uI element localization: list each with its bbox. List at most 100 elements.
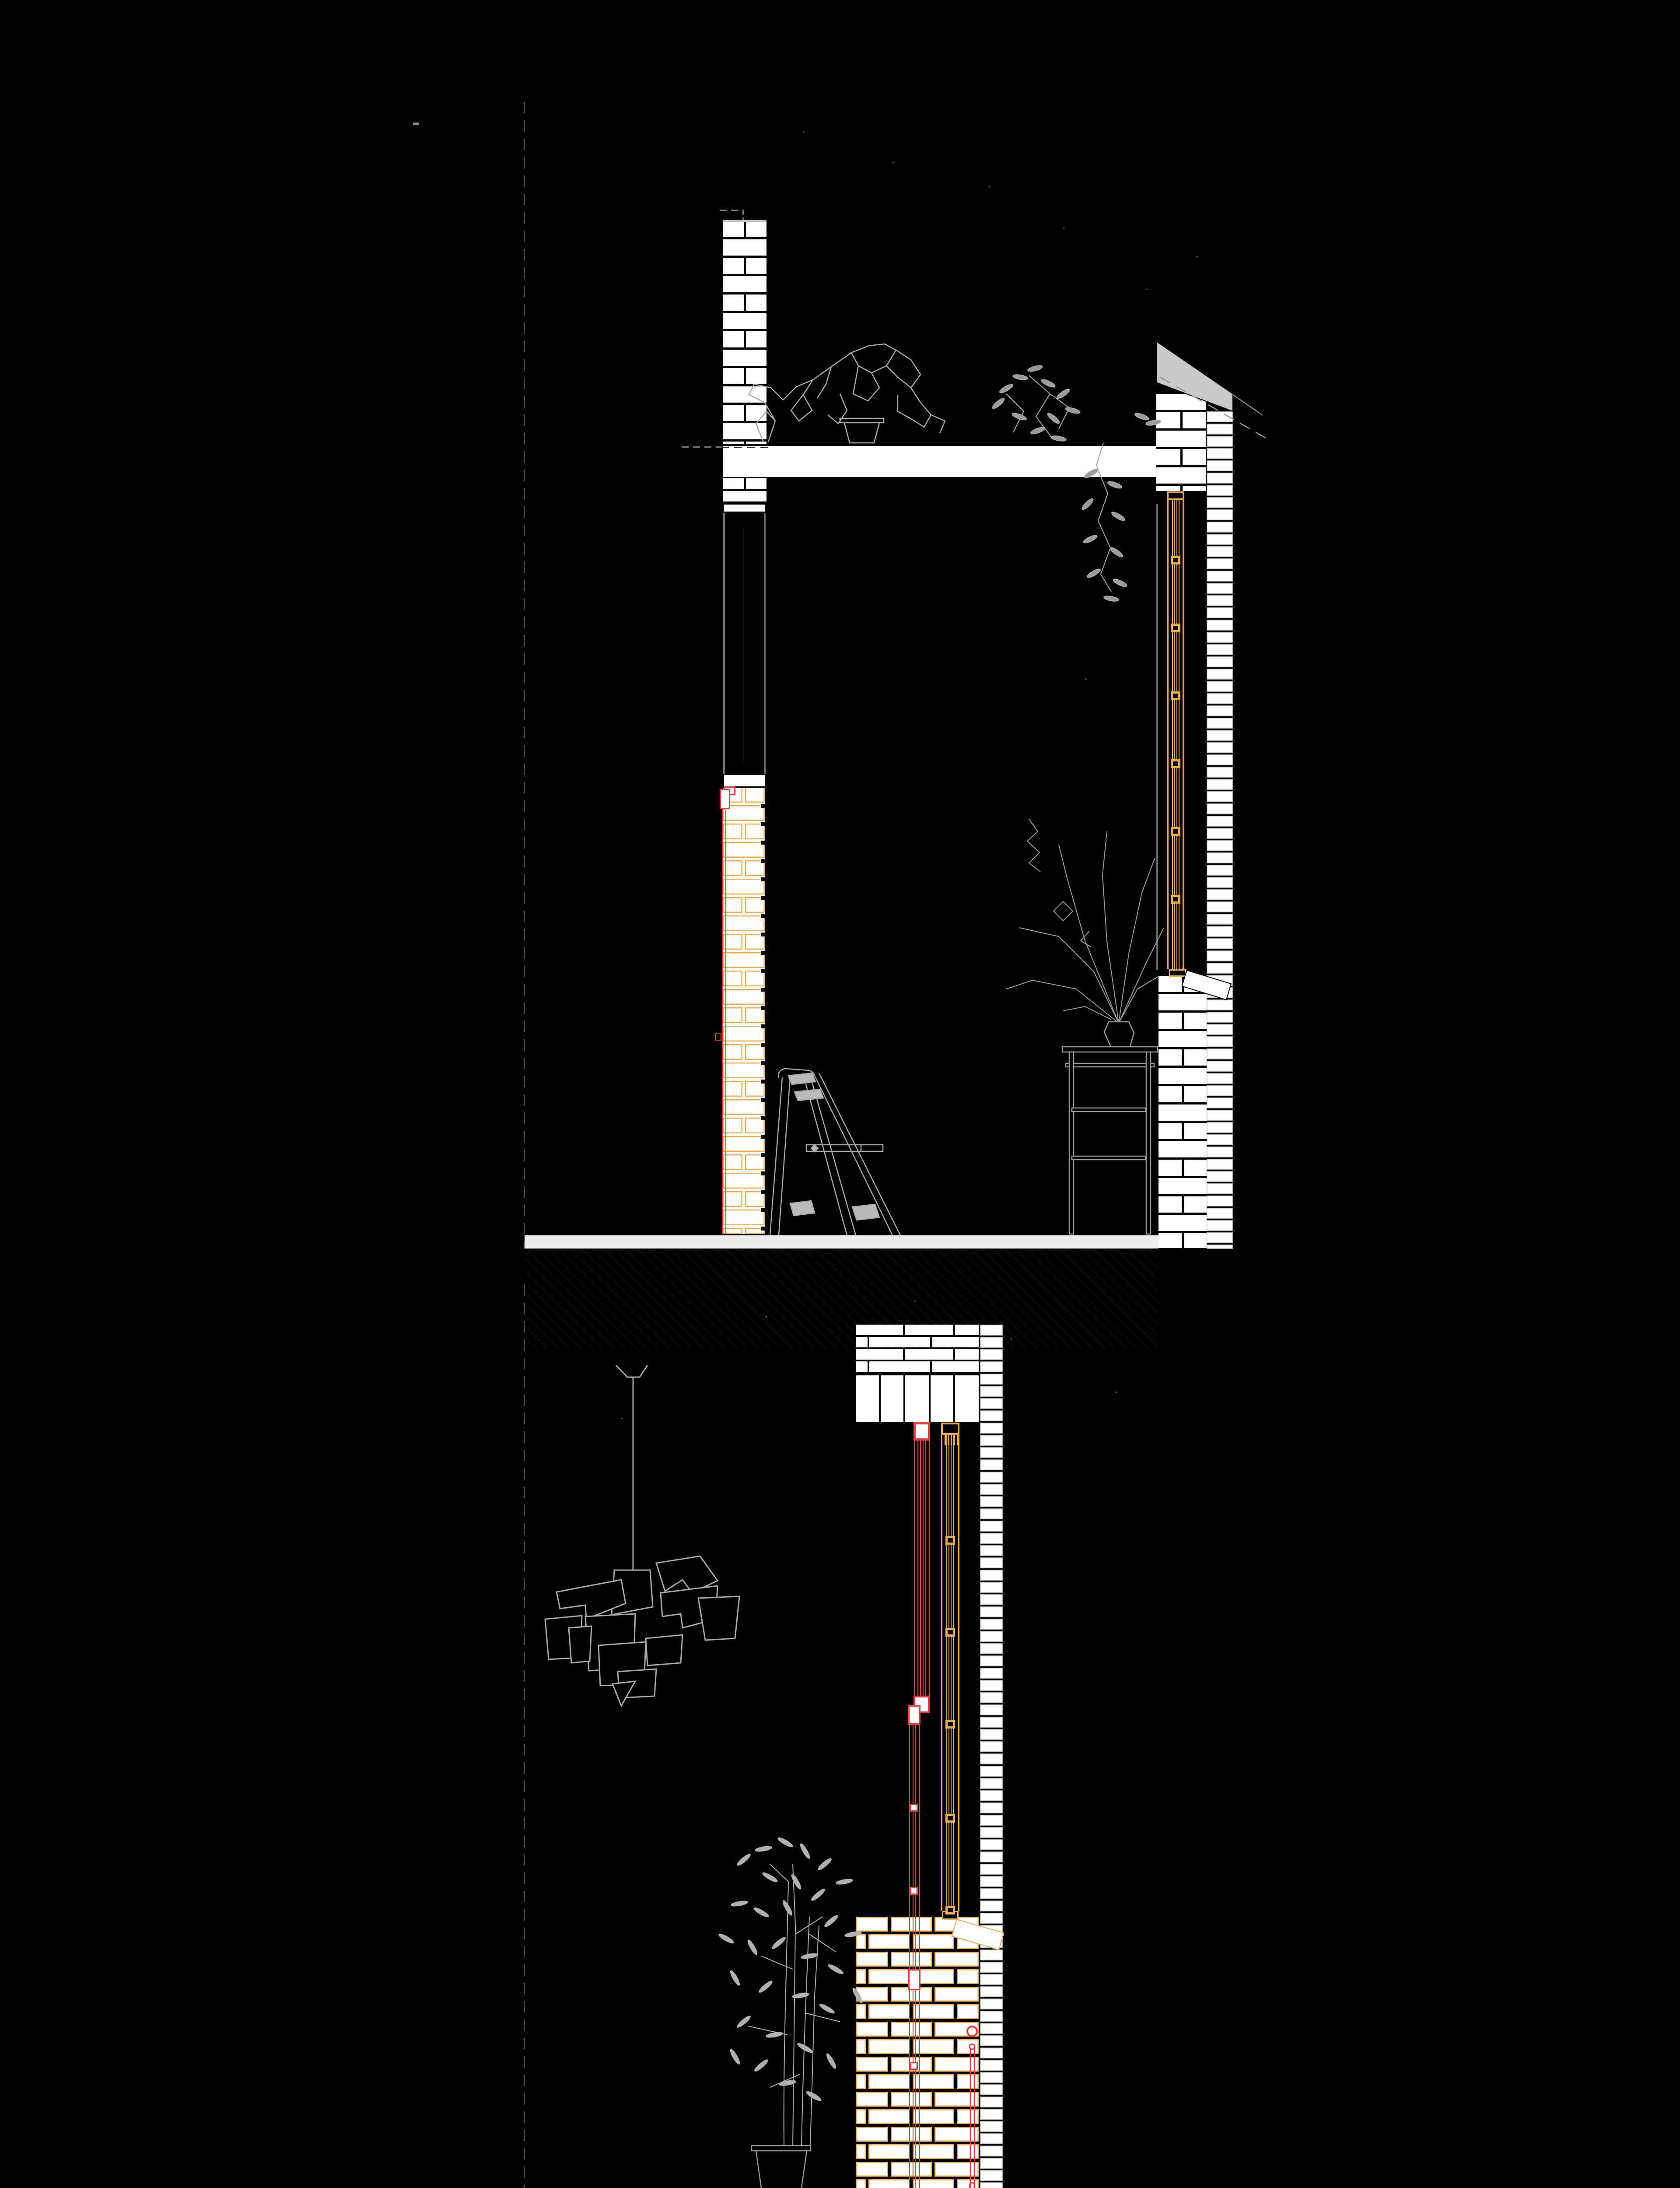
joint-notch: [761, 1061, 765, 1065]
red-transom-b: [908, 1705, 920, 1725]
brick: [1207, 1048, 1233, 1059]
joint-notch: [761, 1006, 765, 1010]
brick: [1207, 693, 1233, 704]
glazing-line: [1176, 500, 1177, 969]
joint-notch: [761, 951, 765, 955]
gold-connector: [1171, 895, 1180, 904]
red-door-leaf: [722, 809, 726, 1234]
soldier-brick: [931, 1375, 953, 1422]
brick: [890, 2127, 932, 2142]
brick: [1183, 1196, 1207, 1213]
glazing-line: [1179, 500, 1180, 969]
brick: [1182, 449, 1206, 465]
brick: [1207, 522, 1233, 533]
brick: [980, 1521, 1003, 1532]
brick: [980, 1668, 1003, 1679]
brick: [1207, 436, 1233, 447]
glazing-line: [923, 1441, 924, 1696]
brick: [723, 491, 766, 501]
joint-notch: [761, 1208, 765, 1212]
brick: [1207, 963, 1233, 974]
brick: [723, 1210, 765, 1225]
brick: [856, 2162, 888, 2177]
brick: [1207, 644, 1233, 655]
floor-strip-upper: [525, 1234, 1158, 1249]
brick: [745, 860, 765, 876]
brick: [905, 1325, 953, 1335]
brick: [1207, 497, 1233, 508]
red-leaf-lower: [909, 1725, 920, 2188]
brick: [980, 1349, 1003, 1360]
gold-frame-upper: [1167, 500, 1184, 969]
brick: [856, 2179, 866, 2188]
brick: [723, 313, 766, 329]
brick: [868, 2109, 910, 2124]
step-ladder: [769, 1068, 901, 1236]
brick: [745, 971, 765, 986]
brick: [723, 1136, 765, 1152]
brick: [980, 1888, 1003, 1899]
glazing-line: [925, 1441, 926, 1696]
brick: [980, 1472, 1003, 1483]
brick: [856, 2144, 866, 2159]
brick: [980, 1398, 1003, 1409]
brick: [934, 2057, 979, 2072]
brick: [723, 1026, 765, 1041]
gold-brush-line: [951, 1435, 952, 1445]
brick: [980, 1361, 1003, 1372]
joint-notch: [761, 1171, 765, 1175]
speck: [803, 131, 804, 133]
boundary-line-lower: [524, 1284, 525, 2188]
brick: [1207, 595, 1233, 606]
brick: [980, 1325, 1003, 1336]
brick: [1207, 1147, 1233, 1157]
brick: [980, 2048, 1003, 2058]
gold-connector: [1171, 691, 1180, 700]
speck: [1116, 1392, 1117, 1393]
joint-notch: [761, 969, 765, 973]
brick: [980, 1974, 1003, 1985]
brick: [856, 2092, 888, 2107]
brick: [868, 1934, 910, 1949]
brick: [980, 2011, 1003, 2022]
brick: [1207, 1171, 1233, 1182]
red-lock-case: [908, 1969, 920, 1990]
under-floor-hatch: [525, 1250, 1158, 1349]
gold-brush-line: [948, 1435, 949, 1445]
brick: [980, 1619, 1003, 1630]
brick: [1183, 1233, 1207, 1248]
bamboo-plant: [718, 1837, 863, 2147]
brick: [1207, 840, 1233, 851]
brick: [934, 2127, 979, 2142]
brick: [1207, 620, 1233, 631]
speck: [892, 162, 894, 163]
brick: [980, 1839, 1003, 1850]
brick: [1158, 1160, 1182, 1176]
brick: [931, 1361, 979, 1372]
joint-notch: [761, 1043, 765, 1047]
brick: [745, 824, 765, 839]
glazing-line: [913, 1725, 914, 2188]
brick: [980, 1876, 1003, 1887]
brick: [1207, 1098, 1233, 1108]
brick: [980, 1753, 1003, 1764]
brick: [890, 2162, 932, 2177]
brick: [723, 989, 765, 1005]
brick: [1207, 914, 1233, 925]
brick: [868, 2004, 910, 2019]
brick: [980, 1594, 1003, 1605]
brick: [980, 1729, 1003, 1740]
brick: [1207, 1073, 1233, 1084]
brick: [1207, 791, 1233, 802]
gold-brush-line: [957, 1435, 958, 1445]
brick: [1207, 1024, 1233, 1035]
speck: [1063, 228, 1064, 229]
brick: [1158, 1141, 1207, 1157]
brick: [980, 1766, 1003, 1777]
brick: [980, 1496, 1003, 1507]
brick: [1207, 767, 1233, 778]
brick: [980, 2072, 1003, 2083]
brick: [723, 1099, 765, 1115]
brick: [1207, 509, 1233, 520]
